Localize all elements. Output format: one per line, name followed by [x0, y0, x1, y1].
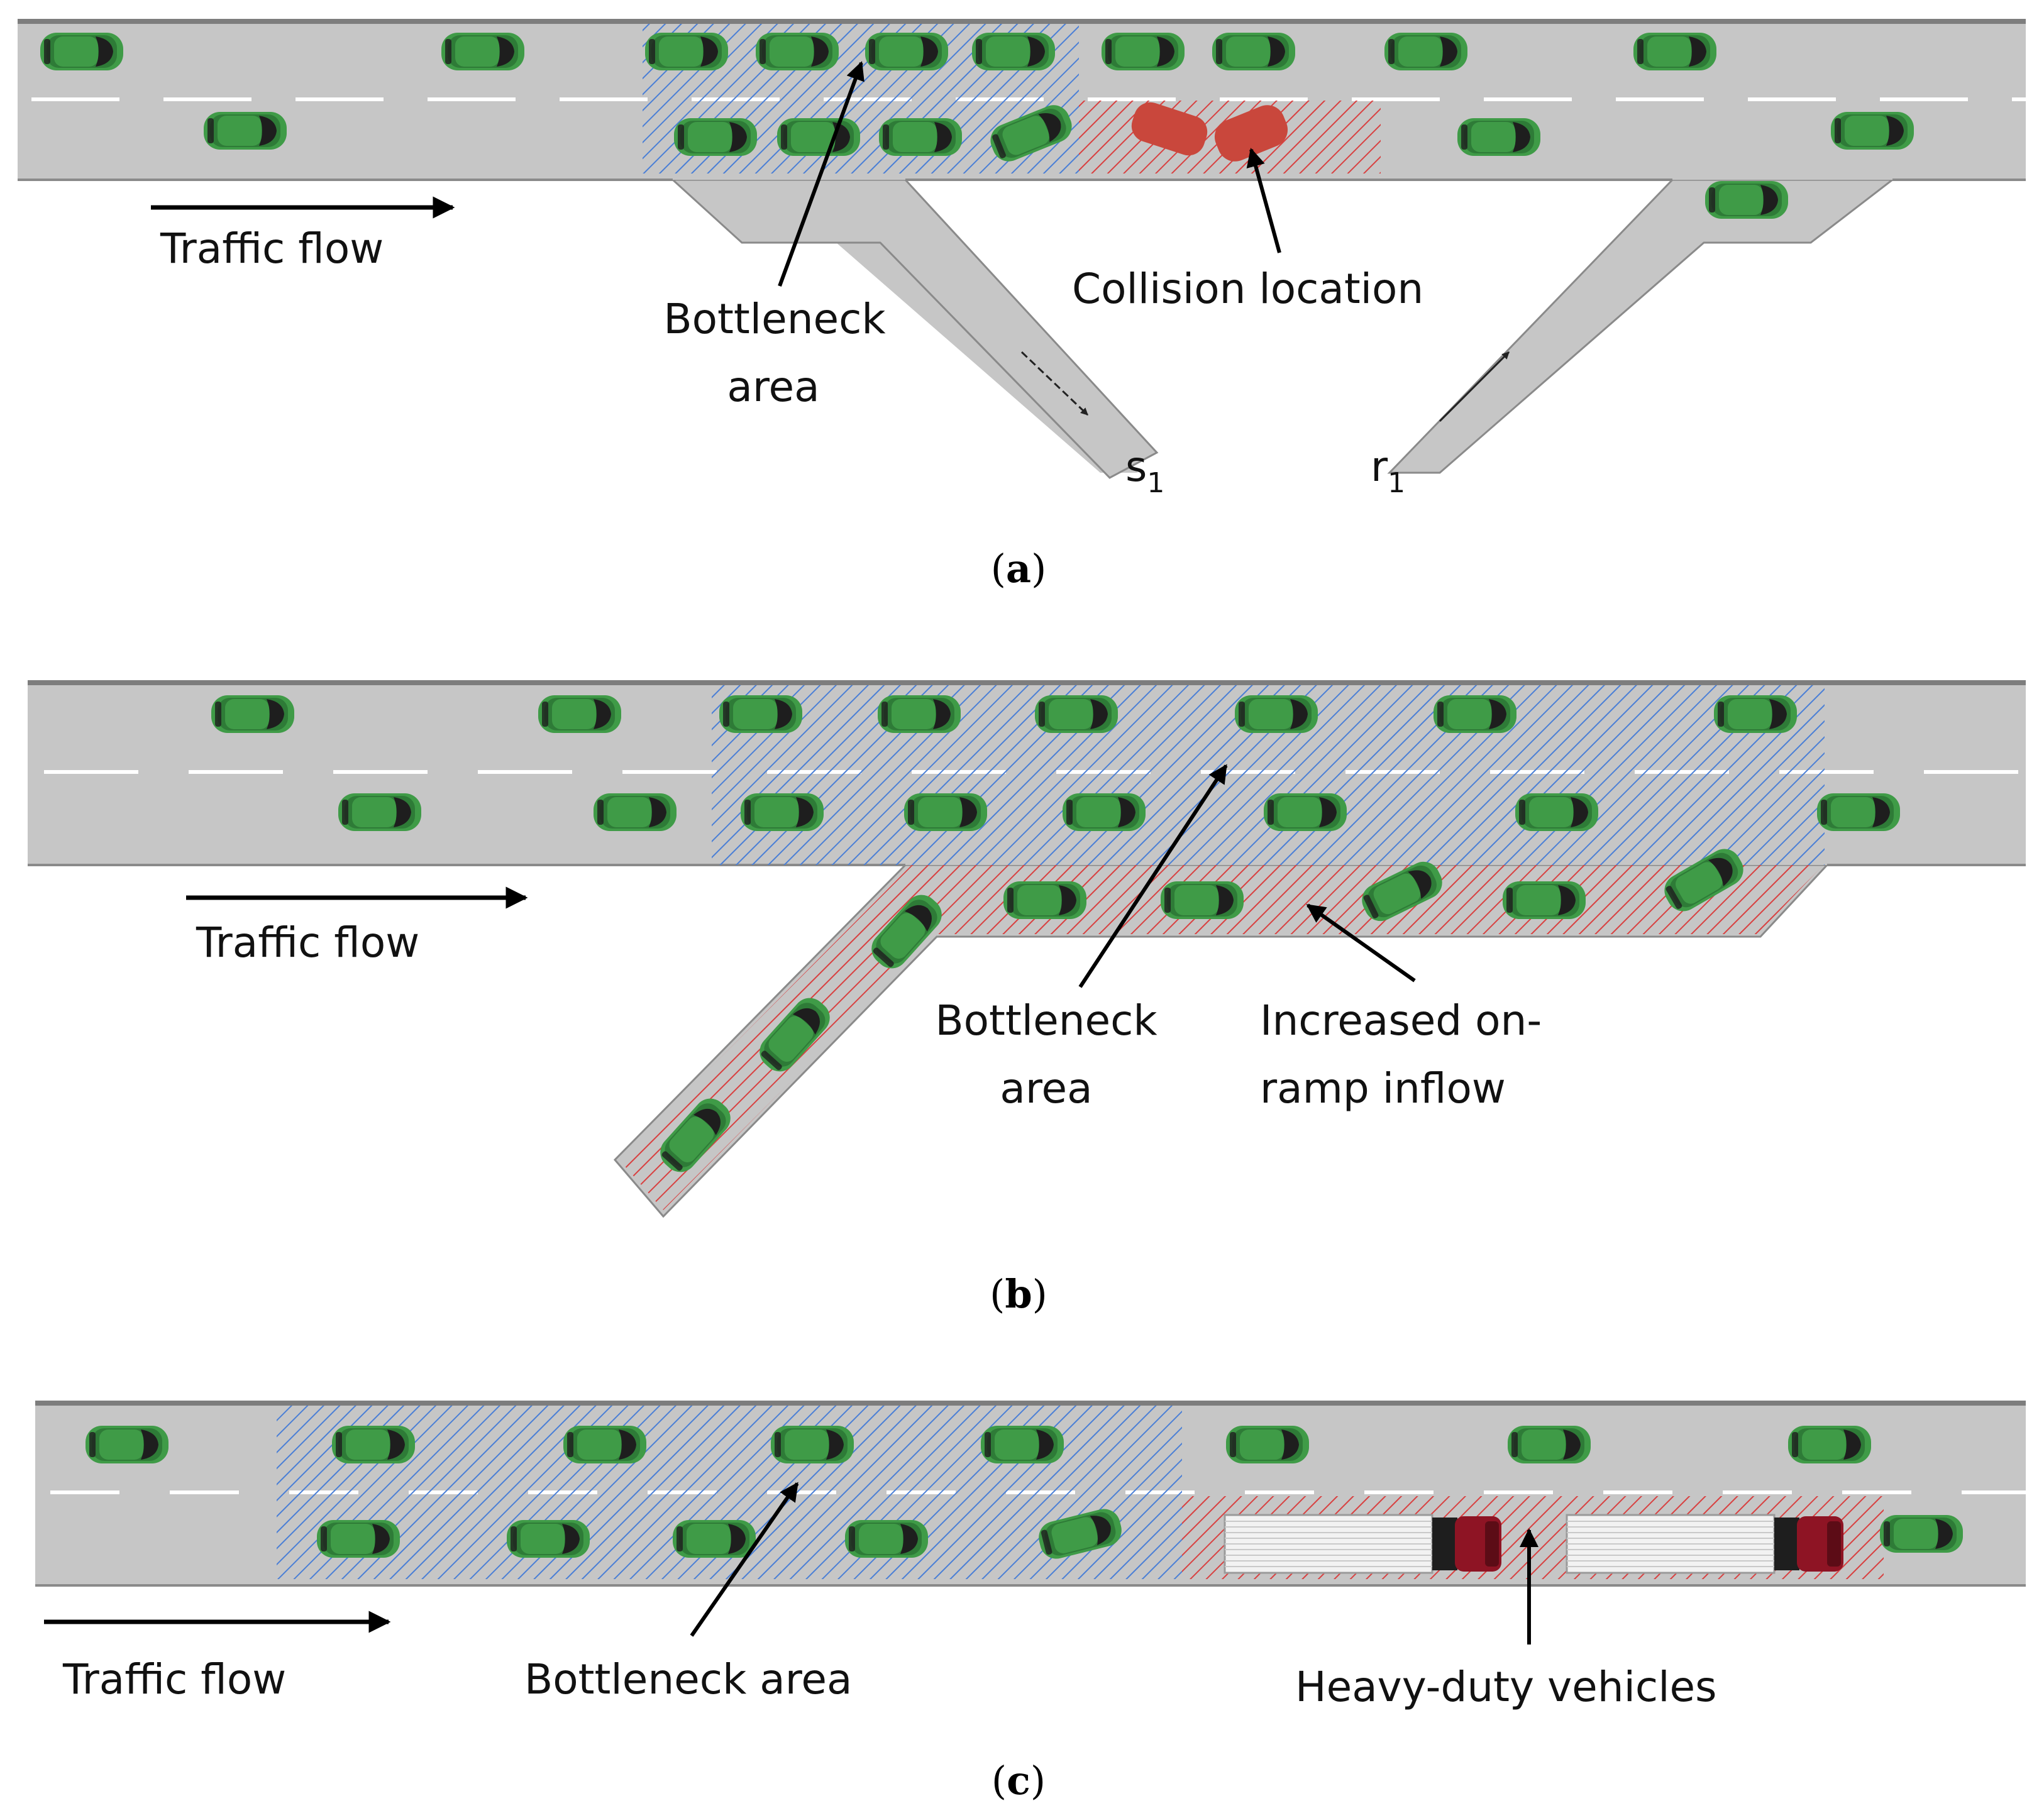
car-icon [1264, 793, 1347, 831]
car-icon [563, 1426, 646, 1463]
car-icon [1039, 1509, 1122, 1559]
car-icon [845, 1520, 928, 1558]
caption-c: (c) [992, 1758, 1046, 1804]
car-icon [1714, 695, 1797, 733]
car-icon [990, 105, 1072, 162]
car-icon [771, 1426, 854, 1463]
car-icon [1362, 861, 1442, 922]
traffic-flow-label: Traffic flow [62, 1655, 286, 1704]
bottleneck-label: Bottleneck area [524, 1655, 852, 1704]
car-icon [904, 793, 987, 831]
car-icon [1788, 1426, 1871, 1463]
car-icon [1003, 881, 1086, 919]
car-icon [1235, 695, 1318, 733]
car-icon [211, 695, 294, 733]
traffic-flow-label: Traffic flow [196, 918, 419, 967]
caption-b: (b) [990, 1271, 1047, 1317]
car-icon [871, 895, 942, 969]
car-icon [673, 1520, 756, 1558]
bottleneck-label-line1: Bottleneck [935, 996, 1157, 1045]
car-icon [338, 793, 421, 831]
car-icon [879, 118, 962, 156]
car-icon [660, 1098, 731, 1172]
car-icon [332, 1426, 415, 1463]
inflow-label-line1: Increased on- [1260, 996, 1542, 1045]
car-icon [1434, 695, 1516, 733]
bottleneck-label-line2: area [727, 363, 819, 411]
onramp-direction-arrow-icon [1439, 351, 1510, 422]
car-icon [1503, 881, 1586, 919]
cars-a [40, 33, 1914, 219]
car-icon [507, 1520, 590, 1558]
car-icon [1212, 33, 1295, 70]
car-icon [1664, 849, 1743, 912]
car-icon [760, 998, 830, 1072]
car-icon [1831, 112, 1914, 150]
car-icon [719, 695, 802, 733]
offramp-label: s1 [1125, 443, 1164, 499]
car-icon [777, 118, 860, 156]
car-icon [756, 33, 839, 70]
panel-c: Traffic flow Bottleneck area Heavy-duty … [35, 1401, 2026, 1804]
caption-a: (a) [991, 546, 1047, 592]
truck-icon [1224, 1514, 1501, 1574]
car-icon [972, 33, 1055, 70]
car-icon [645, 33, 728, 70]
panel-b: Traffic flow Bottleneck area Increased o… [28, 680, 2026, 1317]
offramp-direction-arrow-icon [1020, 351, 1089, 416]
inflow-label-line2: ramp inflow [1260, 1064, 1506, 1113]
inflow-pointer-arrow-icon [1306, 903, 1416, 983]
car-icon [1035, 695, 1118, 733]
cars-b [211, 695, 1900, 1172]
car-icon [865, 33, 948, 70]
car-icon [1384, 33, 1467, 70]
car-icon [538, 695, 621, 733]
car-icon [981, 1426, 1064, 1463]
bottleneck-label-line2: area [1000, 1064, 1092, 1113]
car-icon [1515, 793, 1598, 831]
car-icon [1161, 881, 1244, 919]
onramp-road [1387, 179, 1896, 474]
car-icon [1817, 793, 1900, 831]
car-icon [1705, 181, 1788, 219]
car-icon [86, 1426, 168, 1463]
collision-location-label: Collision location [1072, 265, 1423, 313]
truck-icon [1566, 1514, 1843, 1574]
heavy-vehicles-label: Heavy-duty vehicles [1295, 1663, 1717, 1711]
car-icon [1102, 33, 1185, 70]
collision-car-icon [1131, 102, 1208, 156]
car-icon [1063, 793, 1146, 831]
car-icon [1226, 1426, 1309, 1463]
offramp-s1 [673, 180, 1138, 473]
collision-car-icon [1214, 105, 1288, 162]
cars-c [86, 1426, 1963, 1559]
car-icon [1457, 118, 1540, 156]
car-icon [441, 33, 524, 70]
trucks-c [1224, 1514, 1843, 1574]
car-icon [1880, 1515, 1963, 1553]
bottleneck-pointer-arrow-icon [1078, 764, 1228, 988]
car-icon [204, 112, 287, 150]
car-icon [1633, 33, 1716, 70]
car-icon [741, 793, 824, 831]
car-icon [674, 118, 757, 156]
traffic-flow-label: Traffic flow [160, 224, 384, 273]
car-icon [317, 1520, 400, 1558]
car-icon [594, 793, 677, 831]
bottleneck-pointer-arrow-icon [690, 1482, 799, 1637]
collision-pointer-arrow-icon [1246, 148, 1281, 253]
panel-a: Traffic flow Bottleneck area Collision l… [18, 19, 2026, 592]
bottleneck-label-line1: Bottleneck [663, 295, 886, 343]
car-icon [1508, 1426, 1591, 1463]
car-icon [40, 33, 123, 70]
bottleneck-pointer-arrow-icon [778, 61, 865, 287]
car-icon [878, 695, 961, 733]
onramp-label: r1 [1371, 443, 1405, 499]
